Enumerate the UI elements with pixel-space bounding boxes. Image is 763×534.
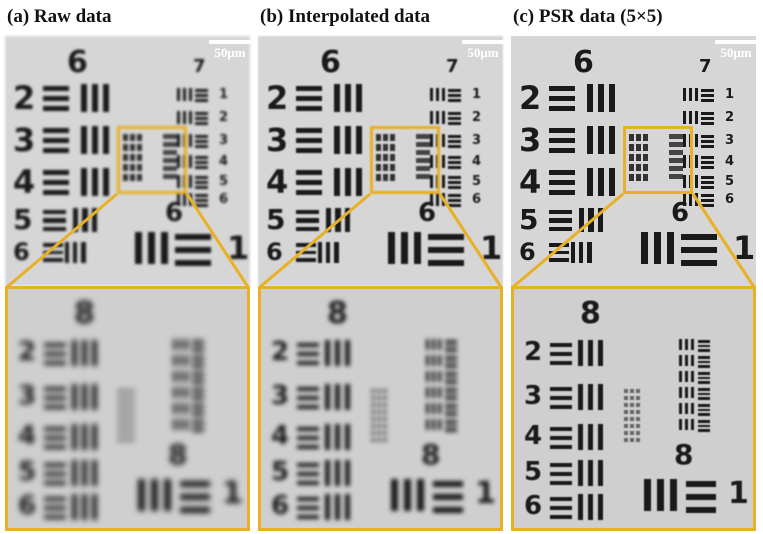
zoom-digit-2: 2 bbox=[18, 337, 37, 367]
zoom-digit-8-top: 8 bbox=[580, 296, 601, 331]
zoom-digit-8-mid: 8 bbox=[421, 438, 441, 471]
digit-6-left: 6 bbox=[13, 238, 30, 266]
scale-label: 50μm bbox=[720, 45, 752, 60]
zoom-digit-5: 5 bbox=[18, 457, 37, 487]
digit-6-mid: 6 bbox=[165, 198, 184, 228]
digit-7: 7 bbox=[699, 56, 712, 77]
zoom-digit-4: 4 bbox=[271, 421, 290, 451]
zoom-inset: 8 2 3 4 5 6 8 1 bbox=[511, 286, 756, 531]
digit-5-left: 5 bbox=[13, 203, 33, 236]
small-digit-4: 4 bbox=[472, 154, 482, 169]
zoom-digit-6: 6 bbox=[271, 491, 290, 521]
digit-6-left: 6 bbox=[519, 238, 536, 266]
zoom-digit-5: 5 bbox=[524, 457, 543, 487]
digit-5-left: 5 bbox=[519, 203, 539, 236]
digit-6-top: 6 bbox=[320, 45, 341, 80]
zoom-digit-6: 6 bbox=[18, 491, 37, 521]
zoom-digit-5: 5 bbox=[271, 457, 290, 487]
small-digit-4: 4 bbox=[219, 154, 229, 169]
small-digit-4: 4 bbox=[725, 154, 735, 169]
scale-label: 50μm bbox=[214, 45, 246, 60]
digit-5-left: 5 bbox=[266, 203, 286, 236]
roi-box bbox=[623, 126, 693, 194]
digit-7: 7 bbox=[193, 56, 206, 77]
digit-3-left: 3 bbox=[519, 121, 542, 159]
digit-2-left: 2 bbox=[519, 79, 542, 117]
panel-title: (b) Interpolated data bbox=[260, 6, 430, 27]
zoom-digit-2: 2 bbox=[271, 337, 290, 367]
small-digit-2: 2 bbox=[725, 110, 735, 125]
zoom-digit-8-mid: 8 bbox=[168, 438, 188, 471]
zoom-digit-1: 1 bbox=[728, 476, 749, 511]
small-digit-1: 1 bbox=[725, 87, 735, 102]
roi-box bbox=[370, 126, 440, 194]
small-digit-1: 1 bbox=[472, 87, 482, 102]
scale-bar: 50μm bbox=[209, 40, 251, 61]
digit-2-left: 2 bbox=[266, 79, 289, 117]
zoom-digit-8-mid: 8 bbox=[674, 438, 694, 471]
zoom-digit-6: 6 bbox=[524, 491, 543, 521]
small-digit-1: 1 bbox=[219, 87, 229, 102]
small-digit-3: 3 bbox=[472, 133, 482, 148]
digit-6-mid: 6 bbox=[671, 198, 690, 228]
small-digit-5: 5 bbox=[472, 174, 482, 189]
digit-4-left: 4 bbox=[13, 163, 36, 201]
zoom-inset: 8 2 3 4 5 6 8 1 bbox=[258, 286, 503, 531]
small-digit-5: 5 bbox=[219, 174, 229, 189]
panel-title: (a) Raw data bbox=[7, 6, 112, 27]
small-digit-2: 2 bbox=[219, 110, 229, 125]
digit-6-mid: 6 bbox=[418, 198, 437, 228]
small-digit-3: 3 bbox=[219, 133, 229, 148]
zoom-digit-1: 1 bbox=[475, 476, 496, 511]
small-digit-2: 2 bbox=[472, 110, 482, 125]
digit-6-top: 6 bbox=[67, 45, 88, 80]
small-digit-6: 6 bbox=[472, 192, 482, 207]
digit-3-left: 3 bbox=[13, 121, 36, 159]
digit-1-bottom: 1 bbox=[480, 229, 503, 267]
panel-title: (c) PSR data (5×5) bbox=[513, 6, 663, 27]
digit-4-left: 4 bbox=[519, 163, 542, 201]
zoom-digit-8-top: 8 bbox=[327, 296, 348, 331]
zoom-digit-4: 4 bbox=[524, 421, 543, 451]
small-digit-3: 3 bbox=[725, 133, 735, 148]
digit-7: 7 bbox=[446, 56, 459, 77]
small-digit-6: 6 bbox=[219, 192, 229, 207]
zoom-digit-8-top: 8 bbox=[74, 296, 95, 331]
zoom-digit-1: 1 bbox=[222, 476, 243, 511]
zoom-digit-3: 3 bbox=[18, 381, 37, 411]
scale-label: 50μm bbox=[467, 45, 499, 60]
digit-3-left: 3 bbox=[266, 121, 289, 159]
scale-bar: 50μm bbox=[462, 40, 504, 61]
digit-6-top: 6 bbox=[573, 45, 594, 80]
scale-bar: 50μm bbox=[715, 40, 757, 61]
zoom-digit-3: 3 bbox=[524, 381, 543, 411]
digit-1-bottom: 1 bbox=[733, 229, 756, 267]
zoom-inset: 8 2 3 4 5 6 8 1 bbox=[5, 286, 250, 531]
roi-box bbox=[117, 126, 187, 194]
digit-6-left: 6 bbox=[266, 238, 283, 266]
zoom-digit-2: 2 bbox=[524, 337, 543, 367]
digit-1-bottom: 1 bbox=[227, 229, 250, 267]
zoom-digit-3: 3 bbox=[271, 381, 290, 411]
small-digit-5: 5 bbox=[725, 174, 735, 189]
zoom-digit-4: 4 bbox=[18, 421, 37, 451]
digit-4-left: 4 bbox=[266, 163, 289, 201]
small-digit-6: 6 bbox=[725, 192, 735, 207]
digit-2-left: 2 bbox=[13, 79, 36, 117]
